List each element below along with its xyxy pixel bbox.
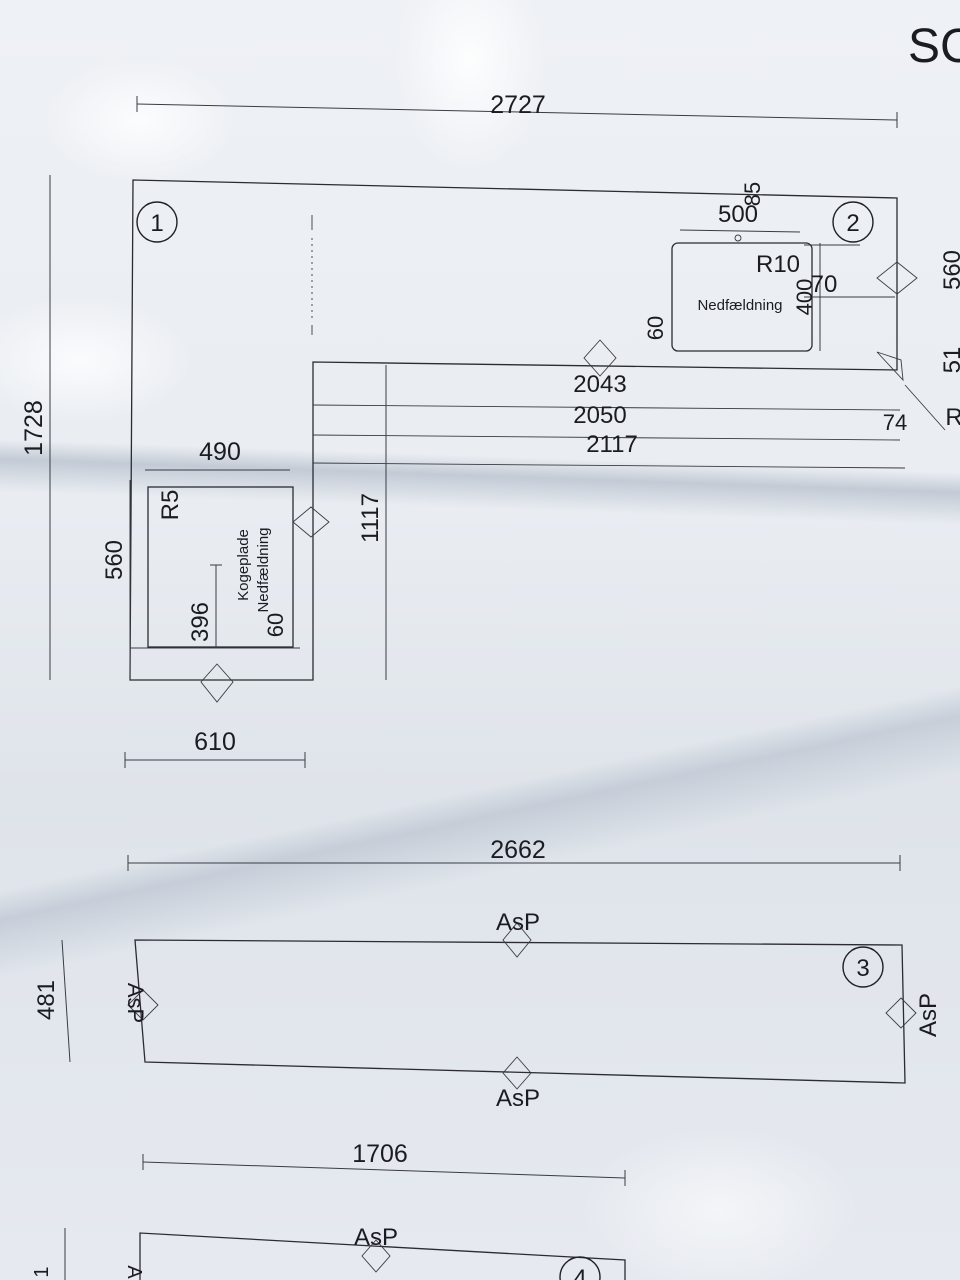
piece-number-2: 2	[832, 201, 874, 243]
dim-610: 610	[124, 728, 306, 768]
sheet-title-partial: SC	[908, 20, 960, 73]
dim-2662: 2662	[127, 836, 901, 871]
sink-cutout: 500 85 R10 70 Nedfældning 400 60	[643, 182, 895, 352]
dim-label-51-partial: 51	[939, 347, 960, 374]
dim-label-2117: 2117	[586, 431, 638, 458]
piece-3-edge-markers: AsP AsP AsP AsP	[123, 909, 942, 1112]
piece-3-outline	[134, 939, 906, 1084]
dim-label-partial-4: 1	[31, 1266, 53, 1277]
piece-number-4: 4	[559, 1256, 601, 1280]
piece-number-3: 3	[842, 946, 884, 988]
piece-number-1: 1	[136, 201, 178, 243]
dim-label-560-left: 560	[101, 540, 128, 580]
piece-4-edge-marker: AsP	[354, 1224, 398, 1273]
edge-label-top: AsP	[496, 909, 540, 936]
piece-4-outline	[64, 1228, 626, 1280]
sink-left-offset: 60	[643, 316, 668, 340]
edge-label-partial-4: A	[123, 1265, 145, 1279]
dim-label-2043: 2043	[573, 371, 626, 398]
edge-marker-diamond	[200, 261, 918, 703]
svg-text:3: 3	[856, 955, 869, 982]
edge-label-top-4: AsP	[354, 1224, 398, 1251]
edge-label-bottom: AsP	[496, 1085, 540, 1112]
dim-1706: 1706	[142, 1140, 626, 1186]
dim-label-2050: 2050	[573, 402, 626, 429]
dim-label-610: 610	[194, 728, 236, 756]
hob-offset-label: 60	[263, 613, 288, 637]
dim-label-1117: 1117	[357, 493, 384, 543]
dim-2727: 2727	[136, 91, 898, 128]
hob-radius-label: R5	[157, 490, 184, 521]
dim-label-560-right: 560	[939, 250, 960, 290]
edge-label-right: AsP	[915, 993, 942, 1037]
dim-481: 481	[33, 939, 71, 1063]
hob-cutout: 490 R5 396 Kogeplade Nedfældning 60	[145, 438, 294, 648]
hob-label-line2: Nedfældning	[255, 527, 272, 612]
dim-1117: 1117	[357, 365, 387, 680]
sink-top-b: 85	[740, 182, 765, 206]
dim-1728: 1728	[20, 175, 51, 680]
dim-label-r-partial: R	[945, 404, 960, 431]
sink-top-a: 500	[718, 201, 758, 228]
svg-text:2: 2	[846, 210, 859, 237]
sink-radius-label: R10	[756, 251, 800, 278]
dim-label-2727: 2727	[490, 91, 546, 119]
svg-text:4: 4	[573, 1265, 586, 1280]
edge-label-left: AsP	[123, 983, 148, 1023]
hob-depth-label: 396	[187, 602, 214, 642]
dim-560-left: 560	[101, 480, 131, 680]
dim-label-1728: 1728	[20, 400, 48, 456]
hob-label-line1: Kogeplade	[235, 529, 252, 601]
dim-label-74: 74	[883, 410, 907, 435]
dim-label-481: 481	[33, 980, 60, 1020]
dim-label-2662: 2662	[490, 836, 546, 864]
svg-text:1: 1	[150, 210, 163, 237]
dim-label-1706: 1706	[352, 1140, 408, 1168]
sink-size-label: 400	[792, 279, 817, 316]
sink-label: Nedfældning	[697, 297, 782, 314]
sink-offset-label: 70	[811, 271, 838, 298]
dim-label-490: 490	[199, 438, 241, 466]
